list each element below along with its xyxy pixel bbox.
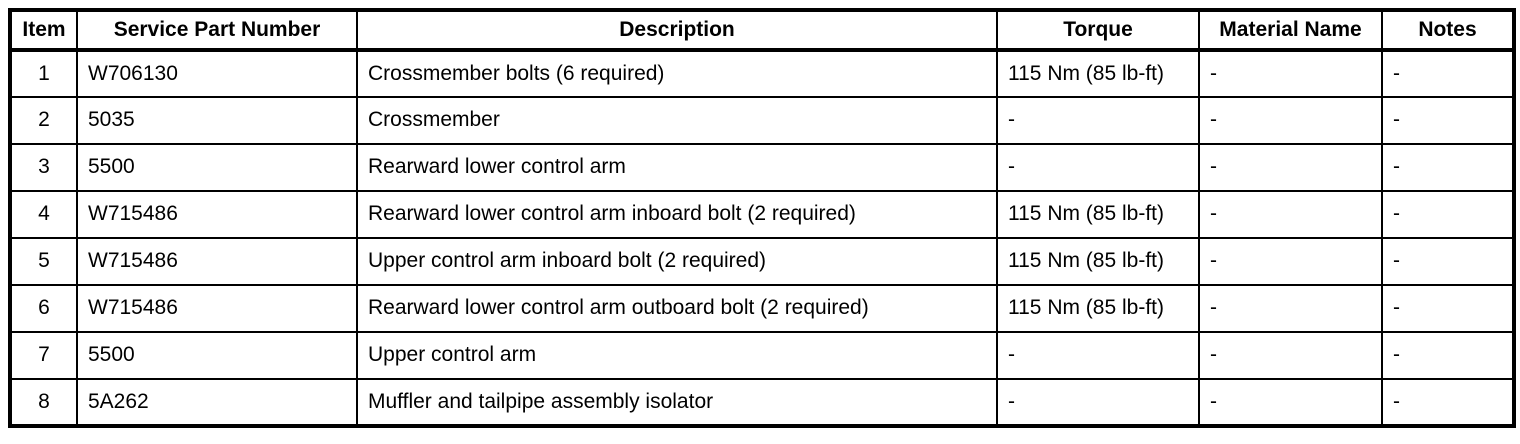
- cell-description: Crossmember: [356, 96, 998, 145]
- cell-description: Upper control arm: [356, 331, 998, 380]
- cell-service-part-number: 5500: [76, 143, 358, 192]
- cell-torque: -: [996, 331, 1200, 380]
- cell-notes: -: [1381, 190, 1515, 239]
- cell-material-name: -: [1198, 190, 1383, 239]
- column-header-notes: Notes: [1381, 9, 1515, 52]
- cell-notes: -: [1381, 378, 1515, 427]
- cell-notes: -: [1381, 284, 1515, 333]
- cell-description: Rearward lower control arm outboard bolt…: [356, 284, 998, 333]
- cell-material-name: -: [1198, 237, 1383, 286]
- cell-torque: -: [996, 378, 1200, 427]
- cell-item: 4: [9, 190, 78, 239]
- cell-item: 5: [9, 237, 78, 286]
- cell-material-name: -: [1198, 331, 1383, 380]
- cell-item: 7: [9, 331, 78, 380]
- cell-material-name: -: [1198, 284, 1383, 333]
- cell-description: Rearward lower control arm: [356, 143, 998, 192]
- cell-notes: -: [1381, 143, 1515, 192]
- cell-item: 3: [9, 143, 78, 192]
- cell-service-part-number: W715486: [76, 237, 358, 286]
- column-header-service-part-number: Service Part Number: [76, 9, 358, 52]
- cell-service-part-number: 5A262: [76, 378, 358, 427]
- cell-material-name: -: [1198, 49, 1383, 98]
- cell-description: Muffler and tailpipe assembly isolator: [356, 378, 998, 427]
- cell-material-name: -: [1198, 143, 1383, 192]
- cell-description: Upper control arm inboard bolt (2 requir…: [356, 237, 998, 286]
- cell-service-part-number: 5035: [76, 96, 358, 145]
- cell-material-name: -: [1198, 96, 1383, 145]
- cell-item: 2: [9, 96, 78, 145]
- cell-notes: -: [1381, 49, 1515, 98]
- cell-torque: -: [996, 96, 1200, 145]
- cell-torque: 115 Nm (85 lb-ft): [996, 190, 1200, 239]
- cell-service-part-number: W715486: [76, 190, 358, 239]
- column-header-description: Description: [356, 9, 998, 52]
- cell-service-part-number: W706130: [76, 49, 358, 98]
- cell-notes: -: [1381, 331, 1515, 380]
- cell-description: Crossmember bolts (6 required): [356, 49, 998, 98]
- cell-notes: -: [1381, 237, 1515, 286]
- cell-service-part-number: 5500: [76, 331, 358, 380]
- cell-torque: 115 Nm (85 lb-ft): [996, 49, 1200, 98]
- column-header-torque: Torque: [996, 9, 1200, 52]
- cell-notes: -: [1381, 96, 1515, 145]
- cell-material-name: -: [1198, 378, 1383, 427]
- cell-item: 8: [9, 378, 78, 427]
- cell-description: Rearward lower control arm inboard bolt …: [356, 190, 998, 239]
- cell-torque: -: [996, 143, 1200, 192]
- cell-item: 6: [9, 284, 78, 333]
- cell-item: 1: [9, 49, 78, 98]
- column-header-material-name: Material Name: [1198, 9, 1383, 52]
- cell-service-part-number: W715486: [76, 284, 358, 333]
- cell-torque: 115 Nm (85 lb-ft): [996, 284, 1200, 333]
- cell-torque: 115 Nm (85 lb-ft): [996, 237, 1200, 286]
- column-header-item: Item: [9, 9, 78, 52]
